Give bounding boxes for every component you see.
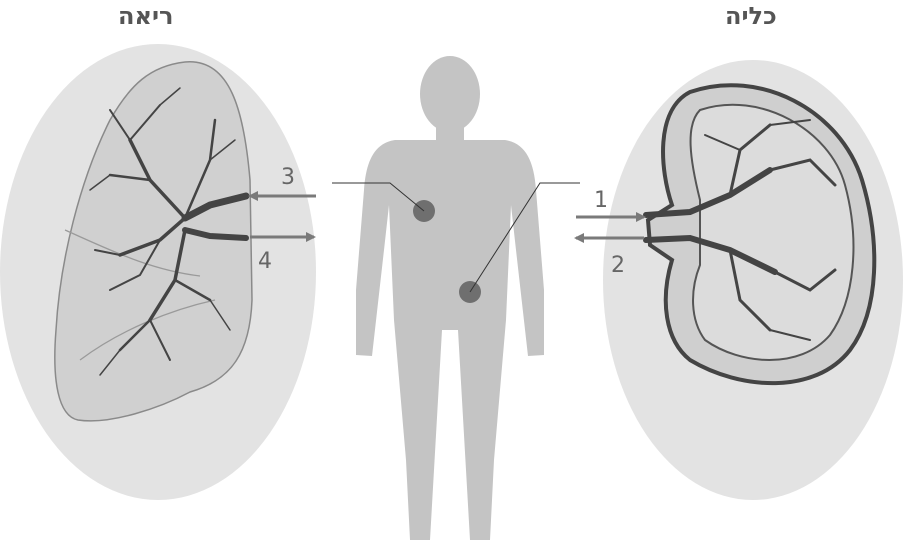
arrow-label-1: 1 xyxy=(594,188,608,213)
arrow-label-2: 2 xyxy=(611,253,625,278)
arrow-label-4: 4 xyxy=(258,249,272,274)
human-body-silhouette xyxy=(356,56,544,540)
arrow-label-3: 3 xyxy=(281,165,295,190)
